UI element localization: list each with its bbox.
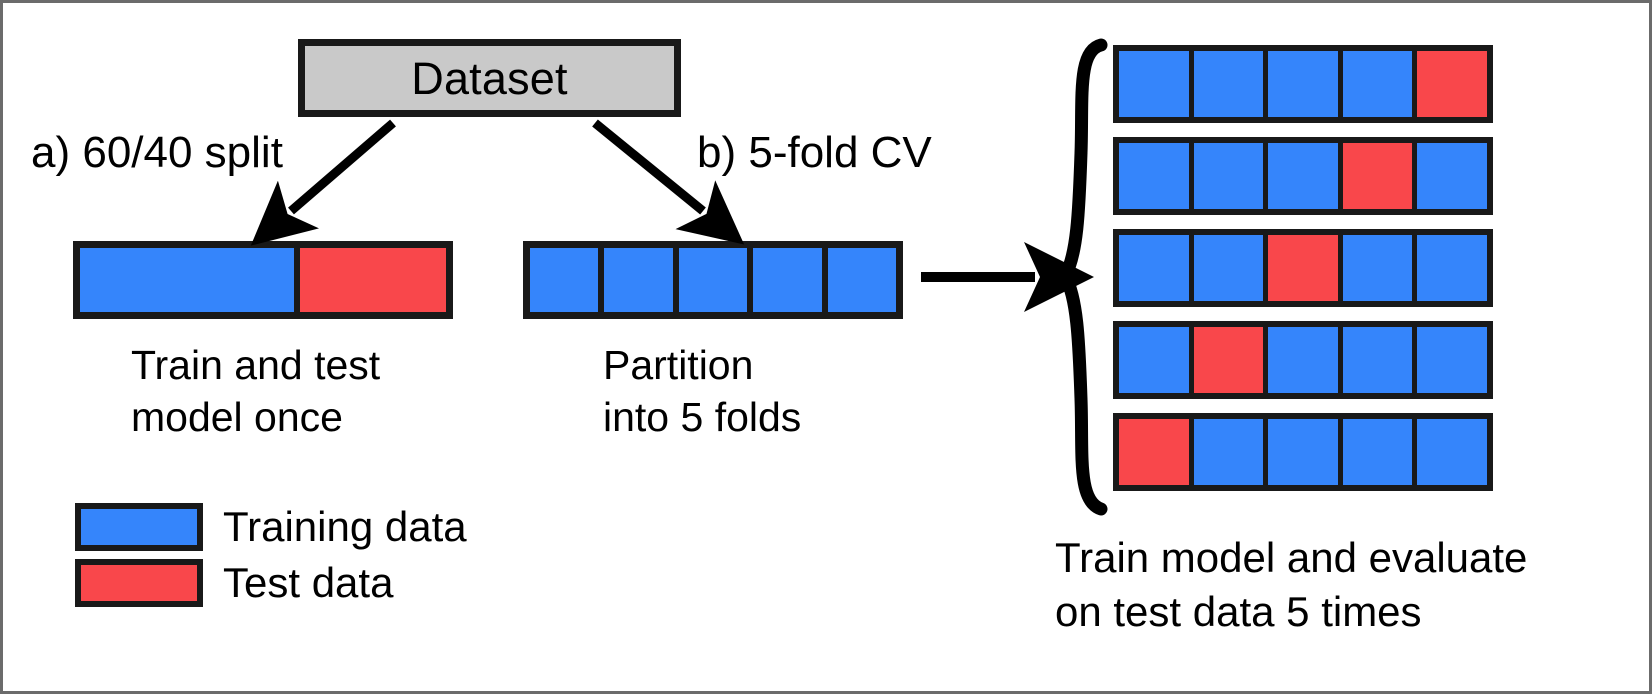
cv-cell <box>1268 327 1343 393</box>
cv-row <box>1113 45 1493 123</box>
cv-grid <box>1113 45 1493 505</box>
cv-cell <box>1417 235 1487 301</box>
diagonal-arrow-down-left-icon <box>250 119 396 246</box>
split-bar-training-segment <box>80 248 300 312</box>
cv-cell <box>1417 51 1487 117</box>
legend-label-test: Test data <box>223 559 394 606</box>
legend: Training data Test data <box>75 503 467 615</box>
cv-cell <box>1193 419 1269 485</box>
partition-bar <box>523 241 903 319</box>
legend-item-test: Test data <box>75 559 467 607</box>
partition-fold <box>678 248 754 312</box>
section-label-a: a) 60/40 split <box>31 128 283 177</box>
cv-cell <box>1268 51 1343 117</box>
split-bar-test-segment <box>299 248 446 312</box>
partition-fold <box>827 248 897 312</box>
cv-row <box>1113 137 1493 215</box>
cv-cell <box>1342 235 1418 301</box>
cv-cell <box>1417 327 1487 393</box>
cv-cell <box>1193 327 1269 393</box>
split-caption: Train and test model once <box>131 342 381 441</box>
legend-label-train: Training data <box>223 503 467 550</box>
cv-cell <box>1417 143 1487 209</box>
section-label-b: b) 5-fold CV <box>697 128 932 177</box>
dataset-box-label: Dataset <box>411 52 568 104</box>
cv-cell <box>1119 235 1194 301</box>
cv-row <box>1113 413 1493 491</box>
cv-cell <box>1417 419 1487 485</box>
cv-cell <box>1193 51 1269 117</box>
cv-cell <box>1119 51 1194 117</box>
diagonal-arrow-down-right-icon <box>592 119 745 245</box>
cv-cell <box>1119 143 1194 209</box>
legend-swatch-test <box>75 559 203 607</box>
cv-cell <box>1119 419 1194 485</box>
legend-item-train: Training data <box>75 503 467 551</box>
cv-cell <box>1342 51 1418 117</box>
cv-row <box>1113 229 1493 307</box>
cv-cell <box>1342 327 1418 393</box>
partition-fold <box>530 248 605 312</box>
cv-cell <box>1342 143 1418 209</box>
legend-swatch-train <box>75 503 203 551</box>
dataset-box: Dataset <box>298 39 681 117</box>
cv-caption: Train model and evaluate on test data 5 … <box>1055 534 1528 635</box>
partition-fold <box>604 248 679 312</box>
cv-cell <box>1119 327 1194 393</box>
partition-caption: Partition into 5 folds <box>603 342 802 441</box>
cv-cell <box>1193 235 1269 301</box>
cv-cell <box>1193 143 1269 209</box>
cv-cell <box>1342 419 1418 485</box>
split-bar <box>73 241 453 319</box>
cv-cell <box>1268 143 1343 209</box>
cv-cell <box>1268 235 1343 301</box>
left-curly-brace-icon <box>1057 38 1108 516</box>
cv-cell <box>1268 419 1343 485</box>
cv-row <box>1113 321 1493 399</box>
partition-fold <box>753 248 828 312</box>
